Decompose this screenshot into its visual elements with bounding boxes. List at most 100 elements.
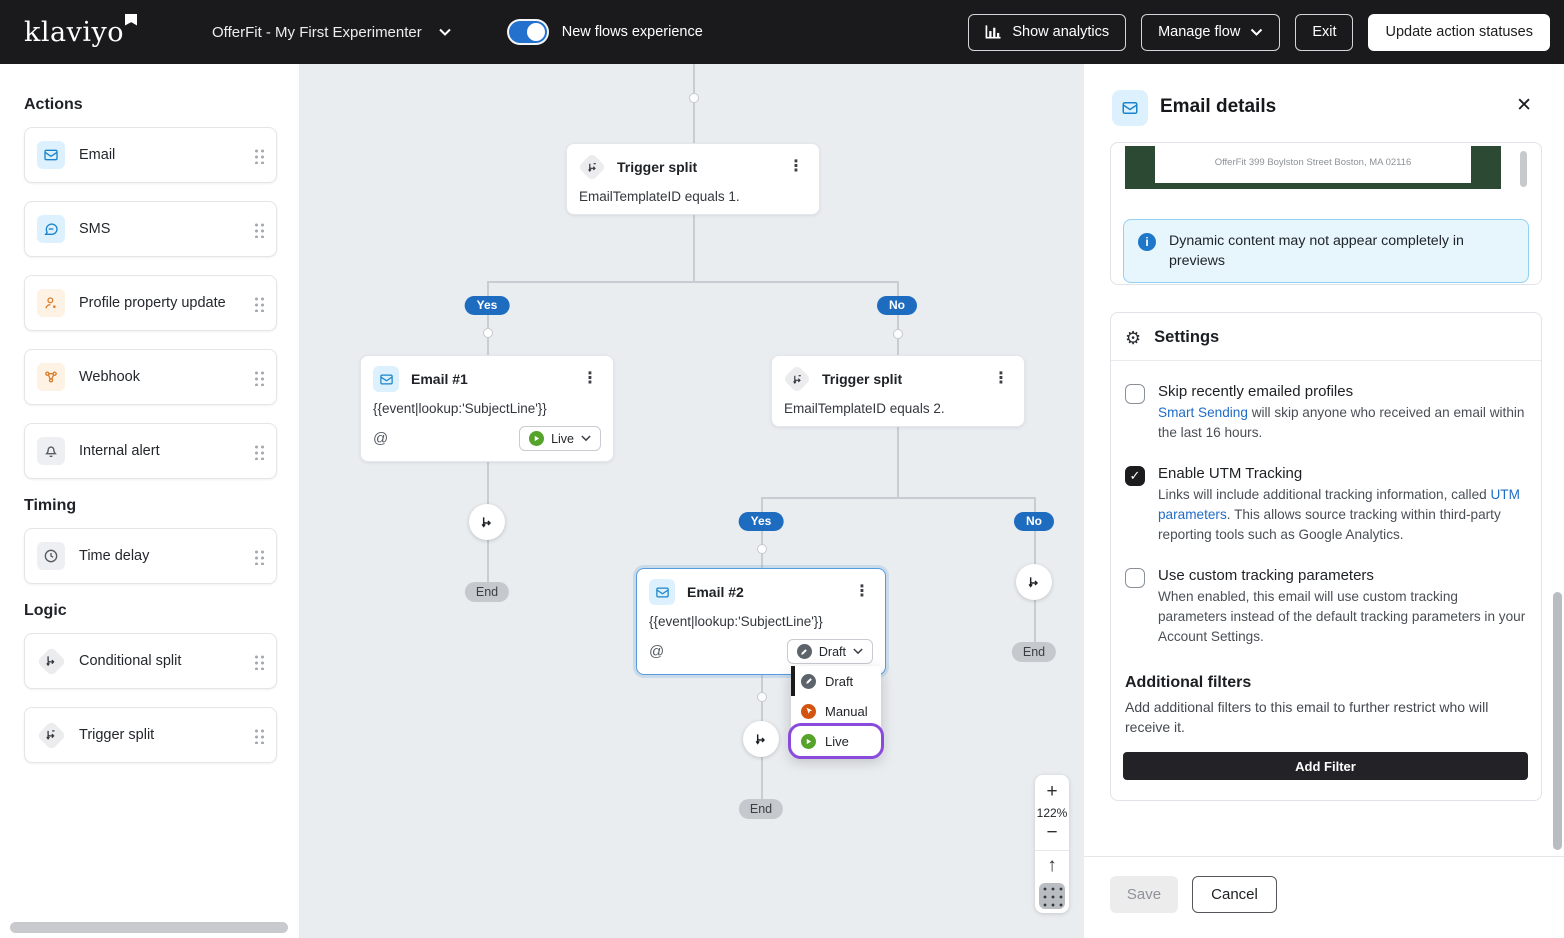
connector-node-dot [483, 328, 493, 338]
email-node-2[interactable]: Email #2 ⋮ {{event|lookup:'SubjectLine'}… [636, 568, 886, 675]
settings-title: Settings [1154, 328, 1220, 346]
connector-line [487, 281, 897, 283]
minimap-grid-button[interactable] [1039, 883, 1065, 909]
drag-handle-icon[interactable] [252, 146, 264, 164]
drag-handle-icon[interactable] [252, 220, 264, 238]
node-title: Trigger split [822, 371, 903, 387]
section-title-logic: Logic [24, 602, 67, 619]
palette-item-time-delay[interactable]: Time delay [24, 528, 277, 584]
palette-item-email[interactable]: Email [24, 127, 277, 183]
drag-handle-icon[interactable] [252, 726, 264, 744]
action-palette-sidebar: Actions Email SMS Profile property updat… [0, 64, 300, 938]
topbar: klaviyo OfferFit - My First Experimenter… [0, 0, 1564, 64]
utm-parameters-link[interactable]: UTM parameters [1158, 487, 1520, 522]
palette-item-internal-alert[interactable]: Internal alert [24, 423, 277, 479]
palette-item-profile-property-update[interactable]: Profile property update [24, 275, 277, 331]
palette-item-label: Webhook [79, 369, 140, 385]
drag-handle-icon[interactable] [252, 652, 264, 670]
connector-node-dot [757, 544, 767, 554]
branch-label-no: No [877, 296, 917, 315]
clock-icon [37, 542, 65, 570]
connector-line [693, 64, 695, 143]
checkbox-enable-utm-tracking[interactable]: ✓ [1125, 466, 1145, 486]
palette-item-trigger-split[interactable]: Trigger split [24, 707, 277, 763]
canvas-zoom-controls: + 122% − ↑ [1035, 775, 1069, 913]
email-node-1[interactable]: Email #1 ⋮ {{event|lookup:'SubjectLine'}… [360, 355, 614, 462]
email-icon [37, 141, 65, 169]
caret-down-icon [439, 28, 451, 36]
manage-flow-button[interactable]: Manage flow [1141, 13, 1281, 51]
palette-item-webhook[interactable]: Webhook [24, 349, 277, 405]
dynamic-content-banner: i Dynamic content may not appear complet… [1123, 219, 1529, 283]
setting-enable-utm-tracking: ✓ Enable UTM Tracking Links will include… [1111, 465, 1541, 545]
end-label: End [738, 799, 784, 819]
trigger-split-connector[interactable] [469, 504, 505, 540]
zoom-out-button[interactable]: − [1035, 821, 1069, 845]
node-condition: EmailTemplateID equals 1. [579, 189, 740, 204]
trigger-split-node-2[interactable]: Trigger split ⋮ EmailTemplateID equals 2… [771, 355, 1025, 427]
drag-handle-icon[interactable] [252, 294, 264, 312]
cancel-button[interactable]: Cancel [1192, 876, 1277, 913]
node-menu-icon[interactable]: ⋮ [582, 370, 598, 387]
email2-status-dropdown[interactable]: Draft [786, 639, 873, 664]
drag-handle-icon[interactable] [252, 547, 264, 565]
setting-description: Smart Sending will skip anyone who recei… [1158, 405, 1525, 440]
panel-footer-divider [1084, 856, 1564, 857]
chevron-down-icon [853, 648, 863, 655]
connector-node-dot [689, 93, 699, 103]
email-preview-card: OfferFit 399 Boylston Street Boston, MA … [1110, 142, 1542, 285]
flow-name-dropdown[interactable]: OfferFit - My First Experimenter [212, 24, 451, 41]
close-icon[interactable]: ✕ [1516, 95, 1532, 116]
email-icon [1112, 90, 1148, 126]
connector-line [897, 281, 899, 296]
status-option-draft[interactable]: Draft [791, 666, 881, 696]
panel-scrollbar[interactable] [1553, 592, 1562, 850]
exit-label: Exit [1312, 24, 1337, 40]
sidebar-horizontal-scrollbar[interactable] [10, 922, 288, 933]
klaviyo-logo[interactable]: klaviyo [24, 13, 137, 48]
draft-status-icon [796, 644, 812, 659]
email-preview-body: OfferFit 399 Boylston Street Boston, MA … [1155, 146, 1471, 183]
smart-sending-link[interactable]: Smart Sending [1158, 405, 1248, 420]
email-preview-footer-address: OfferFit 399 Boylston Street Boston, MA … [1214, 157, 1412, 168]
section-title-actions: Actions [24, 96, 83, 113]
node-menu-icon[interactable]: ⋮ [993, 370, 1009, 387]
new-flows-toggle[interactable] [508, 21, 547, 43]
save-button[interactable]: Save [1110, 876, 1178, 913]
status-option-live[interactable]: Live [788, 723, 884, 759]
branch-label-yes: Yes [738, 512, 784, 531]
setting-custom-tracking-parameters: ✓ Use custom tracking parameters When en… [1111, 567, 1541, 647]
draft-status-icon [801, 673, 816, 689]
node-menu-icon[interactable]: ⋮ [788, 158, 804, 175]
bar-chart-icon [985, 25, 1001, 39]
connector-line [487, 281, 489, 296]
scroll-to-top-button[interactable]: ↑ [1035, 854, 1069, 878]
email1-status-dropdown[interactable]: Live [519, 426, 601, 451]
status-option-manual[interactable]: Manual [791, 696, 881, 726]
update-action-statuses-button[interactable]: Update action statuses [1368, 13, 1550, 51]
show-analytics-button[interactable]: Show analytics [968, 13, 1127, 51]
add-filter-button[interactable]: Add Filter [1123, 752, 1528, 780]
exit-button[interactable]: Exit [1295, 13, 1354, 51]
node-condition: EmailTemplateID equals 2. [784, 401, 945, 416]
checkbox-skip-recently-emailed[interactable]: ✓ [1125, 384, 1145, 404]
checkbox-custom-tracking-parameters[interactable]: ✓ [1125, 568, 1145, 588]
trigger-split-node-1[interactable]: Trigger split ⋮ EmailTemplateID equals 1… [566, 143, 820, 215]
drag-handle-icon[interactable] [252, 442, 264, 460]
mention-icon: @ [373, 430, 389, 447]
flow-canvas[interactable]: Yes No Yes No Trigger split ⋮ EmailTempl… [300, 64, 1083, 938]
trigger-split-connector[interactable] [743, 721, 779, 757]
manual-status-icon [801, 703, 816, 719]
zoom-level: 122% [1036, 806, 1068, 820]
trigger-split-connector[interactable] [1016, 564, 1052, 600]
setting-description: When enabled, this email will use custom… [1158, 589, 1526, 644]
palette-item-sms[interactable]: SMS [24, 201, 277, 257]
node-menu-icon[interactable]: ⋮ [854, 583, 870, 600]
drag-handle-icon[interactable] [252, 368, 264, 386]
preview-scrollbar[interactable] [1520, 151, 1527, 187]
zoom-in-button[interactable]: + [1035, 780, 1069, 804]
new-flows-toggle-label: New flows experience [561, 24, 703, 40]
flow-name-label: OfferFit - My First Experimenter [212, 23, 422, 41]
node-subject: {{event|lookup:'SubjectLine'}} [649, 614, 823, 629]
palette-item-conditional-split[interactable]: Conditional split [24, 633, 277, 689]
